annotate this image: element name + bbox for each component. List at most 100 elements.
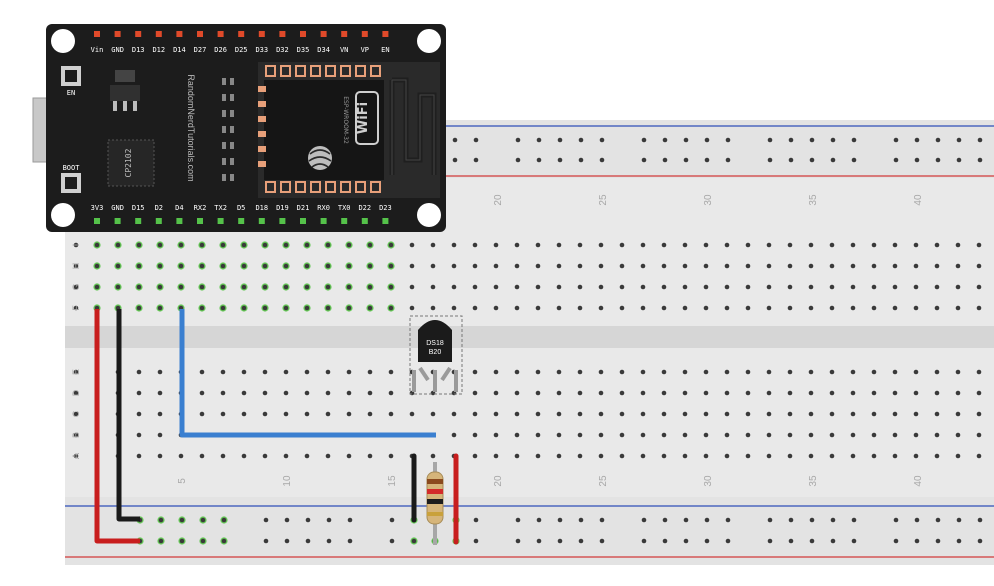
breadboard-hole <box>808 305 814 311</box>
breadboard-hole <box>683 517 689 523</box>
breadboard-hole <box>766 305 772 311</box>
breadboard-hole <box>934 242 940 248</box>
breadboard-hole <box>766 411 772 417</box>
breadboard-hole <box>284 517 290 523</box>
breadboard-hole <box>367 305 373 311</box>
breadboard-hole <box>619 263 625 269</box>
module-pad <box>325 65 336 77</box>
breadboard-hole <box>325 453 331 459</box>
breadboard-hole <box>514 284 520 290</box>
breadboard-hole <box>367 242 373 248</box>
breadboard-hole <box>493 453 499 459</box>
wire-red-3v3 <box>94 309 140 544</box>
breadboard-hole <box>745 369 751 375</box>
breadboard-hole <box>935 157 941 163</box>
board-website-text: RandomNerdTutorials.com <box>186 74 196 181</box>
pin-header-bottom <box>238 218 245 224</box>
breadboard-hole <box>325 369 331 375</box>
breadboard-hole <box>787 432 793 438</box>
breadboard-hole <box>871 369 877 375</box>
breadboard-hole <box>577 390 583 396</box>
breadboard-hole <box>241 369 247 375</box>
pin-header-top <box>114 31 121 37</box>
column-number: 30 <box>703 194 714 206</box>
breadboard-hole <box>241 305 247 311</box>
breadboard-hole <box>515 157 521 163</box>
breadboard-hole <box>283 284 289 290</box>
breadboard-hole <box>178 453 184 459</box>
row-letter: A <box>71 453 81 459</box>
breadboard-hole <box>136 411 142 417</box>
breadboard-hole <box>683 538 689 544</box>
breadboard-hole <box>535 284 541 290</box>
pin-label-bottom: D19 <box>276 204 289 212</box>
breadboard-hole <box>157 284 163 290</box>
breadboard-hole <box>913 411 919 417</box>
breadboard-hole <box>304 411 310 417</box>
breadboard-hole <box>577 242 583 248</box>
breadboard-hole <box>913 390 919 396</box>
pin-label-bottom: D2 <box>155 204 163 212</box>
breadboard-hole <box>913 369 919 375</box>
breadboard-hole <box>263 517 269 523</box>
breadboard-hole <box>766 242 772 248</box>
pin-header-top <box>382 31 389 37</box>
breadboard-hole <box>871 411 877 417</box>
breadboard-hole <box>388 411 394 417</box>
breadboard-hole <box>220 242 226 248</box>
breadboard-hole <box>305 538 311 544</box>
pin-label-bottom: D4 <box>175 204 183 212</box>
breadboard-hole <box>557 517 563 523</box>
breadboard-hole <box>577 432 583 438</box>
breadboard-hole <box>976 411 982 417</box>
breadboard-hole <box>536 517 542 523</box>
breadboard-hole <box>892 390 898 396</box>
breadboard-hole <box>619 390 625 396</box>
pin-label-bottom: RX2 <box>194 204 207 212</box>
breadboard-hole <box>745 390 751 396</box>
column-number: 20 <box>493 475 504 487</box>
breadboard-hole <box>704 157 710 163</box>
pin-header-top <box>361 31 368 37</box>
pin-header-top <box>176 31 183 37</box>
breadboard-hole <box>514 305 520 311</box>
pin-label-top: D12 <box>152 46 165 54</box>
resistor-band-3 <box>427 499 443 504</box>
breadboard-hole <box>892 432 898 438</box>
breadboard-hole <box>892 369 898 375</box>
breadboard-hole <box>829 305 835 311</box>
breadboard-hole <box>703 263 709 269</box>
breadboard-hole <box>556 305 562 311</box>
breadboard-hole <box>745 242 751 248</box>
breadboard-hole <box>724 453 730 459</box>
breadboard-hole <box>850 305 856 311</box>
sensor-leads <box>412 370 458 392</box>
breadboard-hole <box>914 517 920 523</box>
breadboard-hole <box>388 242 394 248</box>
breadboard-hole <box>325 284 331 290</box>
breadboard-hole <box>913 305 919 311</box>
breadboard-hole <box>157 305 163 311</box>
breadboard-hole <box>199 263 205 269</box>
breadboard-hole <box>808 263 814 269</box>
breadboard-hole <box>388 284 394 290</box>
breadboard-hole <box>661 453 667 459</box>
breadboard-hole <box>94 242 100 248</box>
breadboard-hole <box>829 432 835 438</box>
mount-hole-br <box>417 203 441 227</box>
breadboard-hole <box>346 390 352 396</box>
breadboard-hole <box>325 263 331 269</box>
breadboard-hole <box>640 305 646 311</box>
breadboard-hole <box>808 242 814 248</box>
breadboard-hole <box>767 137 773 143</box>
breadboard-hole <box>430 305 436 311</box>
breadboard-hole <box>703 305 709 311</box>
row-letter: D <box>71 389 81 396</box>
module-pad <box>280 181 291 193</box>
breadboard-hole <box>409 305 415 311</box>
breadboard-hole <box>241 411 247 417</box>
breadboard-hole <box>640 242 646 248</box>
pin-header-bottom <box>197 218 203 224</box>
breadboard-hole <box>829 411 835 417</box>
